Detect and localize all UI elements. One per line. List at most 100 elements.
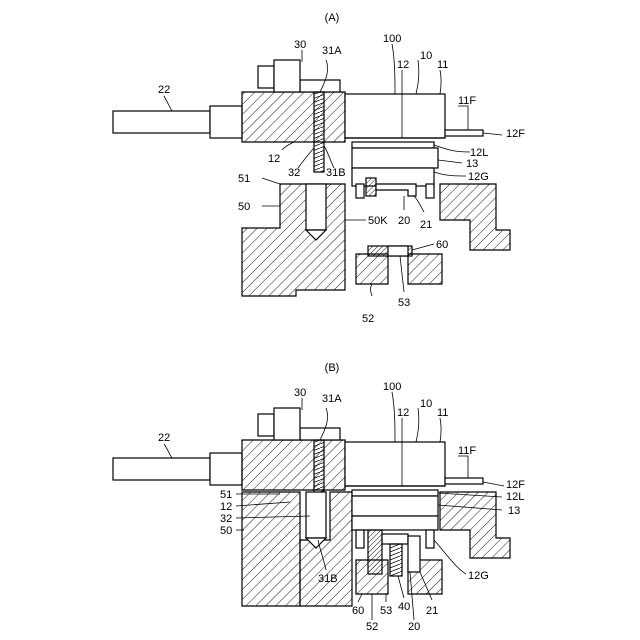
connector-40-head: [382, 534, 408, 544]
leader-32: [298, 148, 314, 168]
label-12-left: 12: [220, 501, 232, 513]
label-21: 21: [426, 605, 438, 617]
cable-connector: [210, 106, 242, 138]
leader-13: [438, 160, 462, 163]
label-40: 40: [398, 601, 410, 613]
label-11F: 11F: [458, 95, 476, 107]
leader-100: [392, 392, 395, 442]
label-10: 10: [420, 50, 432, 62]
leader-40: [398, 576, 404, 598]
connector-21: [376, 184, 416, 196]
label-12G: 12G: [468, 171, 489, 183]
label-12-left: 12: [268, 153, 280, 165]
connector-21: [408, 536, 420, 572]
label-12F: 12F: [506, 128, 525, 140]
leader-12F: [483, 482, 504, 486]
label-22: 22: [158, 432, 170, 444]
leader-11: [440, 70, 441, 94]
label-30: 30: [294, 387, 306, 399]
leader-52: [371, 284, 373, 296]
label-52: 52: [362, 313, 374, 325]
leader-60: [412, 244, 434, 250]
label-51: 51: [238, 173, 250, 185]
flange-11F: [445, 130, 483, 136]
leader-12L: [434, 145, 470, 152]
leader-11F: [458, 106, 468, 130]
label-12L: 12L: [506, 491, 524, 503]
label-12-top: 12: [397, 59, 409, 71]
cable-connector: [210, 453, 242, 485]
label-60: 60: [436, 239, 448, 251]
leader-100: [392, 44, 395, 94]
label-100: 100: [383, 33, 401, 45]
connector-20: [366, 178, 376, 196]
cable-bracket: [242, 440, 345, 490]
panel-b-caption: (B): [325, 362, 340, 374]
pin-left: [356, 530, 364, 548]
leader-10: [416, 408, 419, 442]
leader-12F: [483, 133, 502, 135]
label-31B: 31B: [318, 573, 338, 585]
label-31A: 31A: [322, 45, 342, 57]
base-right: [440, 184, 510, 250]
hole-53: [388, 246, 408, 256]
plate-12L: [352, 142, 434, 148]
label-60: 60: [352, 605, 364, 617]
connector-holder: [352, 516, 438, 530]
flange-11F: [445, 478, 483, 484]
leader-11: [440, 418, 441, 442]
bolt-head-30: [300, 428, 340, 440]
pin-left: [356, 184, 364, 198]
cable-22: [113, 111, 210, 133]
bolt-hole-50K: [306, 184, 326, 230]
plate-13: [352, 496, 438, 516]
panel-b: (B) 22 30 31A 100 10 11 12 11F 12F: [113, 362, 525, 633]
label-20: 20: [408, 621, 420, 633]
leader-12G: [434, 172, 466, 176]
block-52-right: [408, 254, 442, 284]
label-11: 11: [437, 407, 448, 419]
leader-22: [164, 96, 172, 111]
block-52-left: [356, 254, 388, 284]
connector-20: [368, 530, 382, 574]
label-50: 50: [220, 525, 232, 537]
cable-bracket: [242, 92, 345, 142]
label-53: 53: [380, 605, 392, 617]
label-10: 10: [420, 398, 432, 410]
label-13: 13: [508, 505, 520, 517]
label-12-top: 12: [397, 407, 409, 419]
leader-11F: [458, 456, 468, 478]
leader-51: [262, 178, 280, 184]
label-22: 22: [158, 84, 170, 96]
panel-a: (A) 22 30 31A 100 10 11 12 11F 12F: [113, 12, 525, 325]
label-31A: 31A: [322, 393, 342, 405]
leader-31B: [324, 146, 334, 168]
label-12G: 12G: [468, 570, 489, 582]
nut-30: [258, 66, 274, 88]
plate-12L: [352, 490, 438, 496]
label-32: 32: [220, 513, 232, 525]
label-30: 30: [294, 39, 306, 51]
base-right: [440, 492, 510, 558]
leader-60: [358, 594, 362, 602]
label-51: 51: [220, 489, 232, 501]
label-32: 32: [288, 167, 300, 179]
leader-12-left: [282, 142, 294, 150]
leader-53: [400, 256, 404, 292]
fastener-30: [274, 60, 300, 92]
sensor-body-11: [345, 94, 445, 138]
label-21: 21: [420, 219, 432, 231]
label-50: 50: [238, 201, 250, 213]
pin-right: [426, 530, 434, 548]
sensor-body-11: [345, 442, 445, 486]
base-50: [242, 184, 345, 296]
screw-40: [390, 544, 402, 576]
leader-22: [164, 444, 172, 458]
label-11F: 11F: [458, 445, 476, 457]
label-52: 52: [366, 621, 378, 633]
label-20: 20: [398, 215, 410, 227]
label-31B: 31B: [326, 167, 346, 179]
panel-a-caption: (A): [325, 12, 340, 24]
label-100: 100: [383, 381, 401, 393]
